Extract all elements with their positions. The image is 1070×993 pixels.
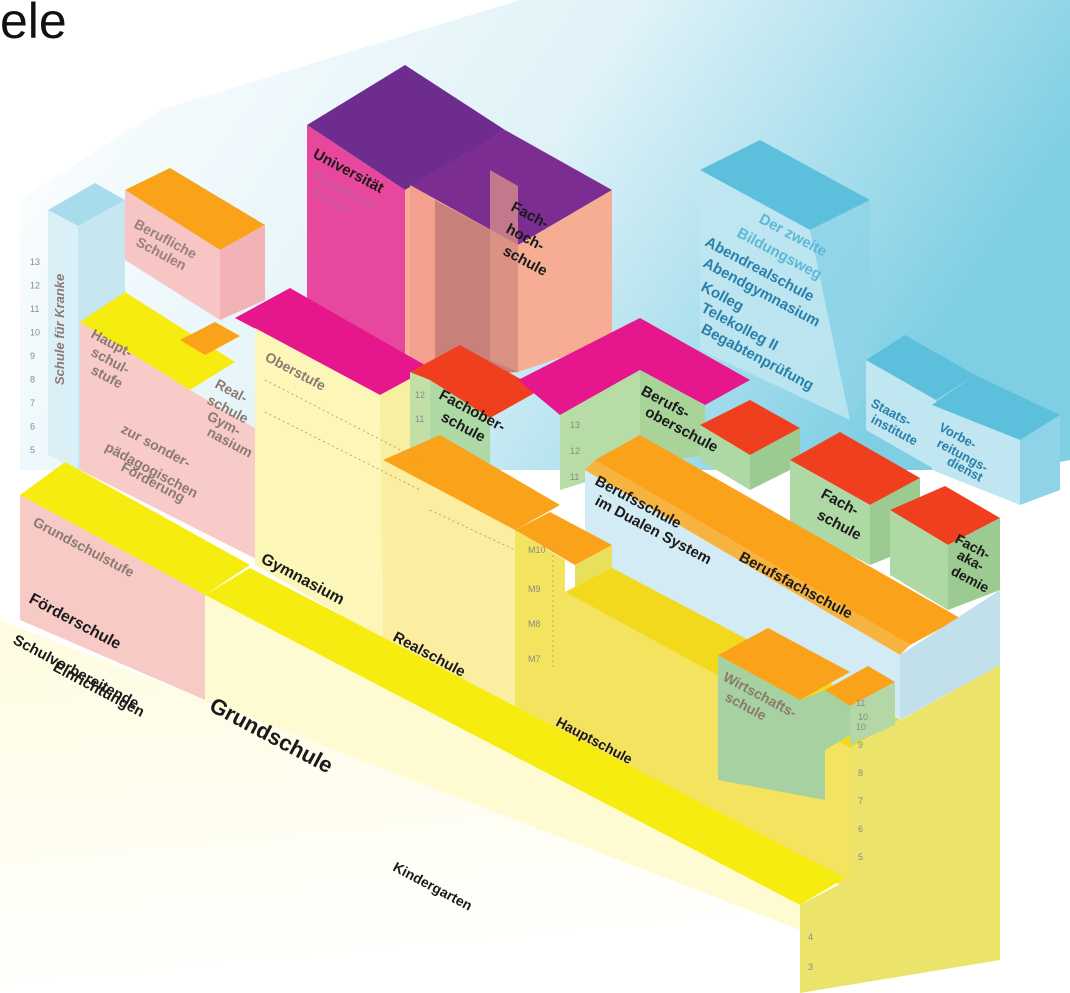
grade-number: 12 xyxy=(30,281,40,291)
label-m10: M10 xyxy=(528,545,546,555)
grade-number: 11 xyxy=(856,698,865,708)
grade-number: 8 xyxy=(30,375,35,385)
grade-number: 6 xyxy=(858,824,863,834)
grade-number: 3 xyxy=(808,962,813,972)
label-m7: M7 xyxy=(528,654,541,664)
grade-number: 8 xyxy=(858,768,863,778)
grade-number: 13 xyxy=(30,257,40,267)
grade-number: 9 xyxy=(858,740,863,750)
grade-number: 10 xyxy=(858,712,868,722)
grade-numbers-bos: 13 12 11 xyxy=(570,420,580,482)
grade-number: 11 xyxy=(415,414,424,424)
grade-number: 10 xyxy=(30,328,40,338)
label-m8: M8 xyxy=(528,619,541,629)
grade-number: 7 xyxy=(858,796,863,806)
grade-number: 12 xyxy=(415,390,425,400)
grade-number: 7 xyxy=(30,398,35,408)
grade-number: 11 xyxy=(570,472,579,482)
grade-number: 11 xyxy=(30,304,39,314)
label-m9: M9 xyxy=(528,584,541,594)
grade-number: 5 xyxy=(858,852,863,862)
grade-number: 5 xyxy=(30,445,35,455)
grade-number: 12 xyxy=(570,446,580,456)
grade-number: 4 xyxy=(808,932,813,942)
page-title-fragment: ele xyxy=(0,0,67,49)
grade-number: 13 xyxy=(570,420,580,430)
label-schule-fuer-kranke: Schule für Kranke xyxy=(52,274,67,385)
grade-number: 6 xyxy=(30,422,35,432)
grade-number: 9 xyxy=(30,351,35,361)
grade-number: 10 xyxy=(856,722,866,732)
